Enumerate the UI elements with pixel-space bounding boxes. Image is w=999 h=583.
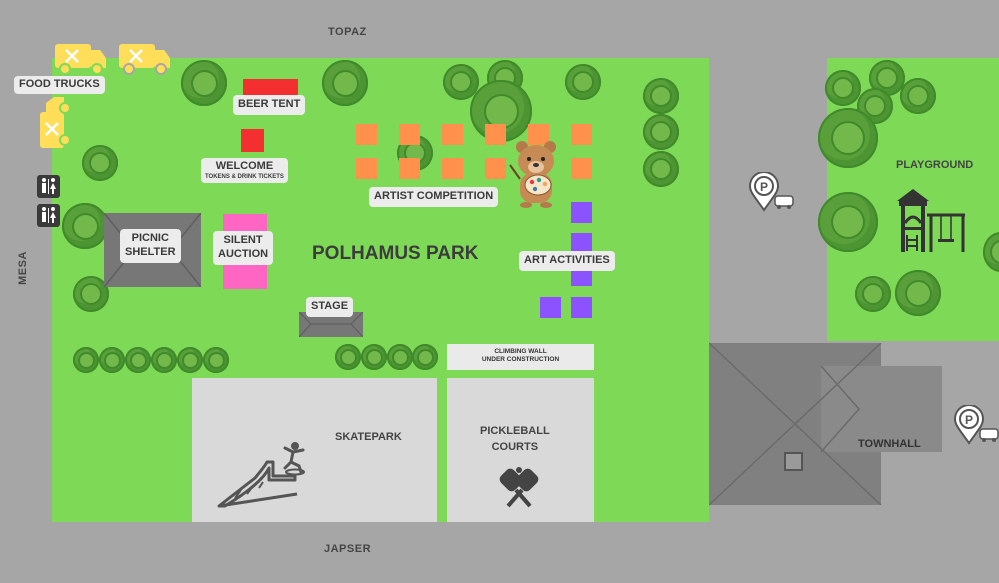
street-mesa: MESA	[16, 251, 29, 285]
tree	[643, 151, 679, 187]
art-activity-station	[571, 233, 592, 254]
food-truck-icon	[55, 44, 106, 75]
playground-label: PLAYGROUND	[896, 159, 974, 171]
tree	[470, 80, 532, 142]
food-trucks-label: FOOD TRUCKS	[14, 76, 105, 94]
tree	[895, 270, 941, 316]
tree	[443, 64, 479, 100]
pickleball-label: PICKLEBALL COURTS	[480, 424, 550, 456]
artist-booth	[442, 158, 463, 179]
picnic-shelter-line-1: PICNIC	[131, 232, 169, 244]
welcome-booth	[241, 129, 264, 152]
tree	[181, 60, 227, 106]
climbing-wall-line-1: CLIMBING WALL	[494, 348, 547, 355]
welcome-title: WELCOME	[215, 160, 274, 172]
playground-structure-icon	[897, 189, 965, 252]
townhall-roof	[709, 343, 942, 505]
skatepark-area	[192, 378, 437, 522]
tree	[99, 347, 125, 373]
silent-auction-label: SILENT AUCTION	[213, 231, 274, 265]
tree	[983, 232, 999, 272]
restroom-icon	[37, 175, 60, 198]
food-truck-icon	[40, 97, 71, 148]
skatepark-label: SKATEPARK	[335, 431, 402, 443]
svg-text:P: P	[760, 180, 768, 194]
picnic-shelter-line-2: SHELTER	[125, 245, 176, 258]
artist-booth	[485, 124, 506, 145]
silent-auction-line-1: SILENT	[223, 234, 263, 246]
tree	[361, 344, 387, 370]
tree	[565, 64, 601, 100]
tree	[818, 108, 878, 168]
beer-tent-label: BEER TENT	[233, 95, 306, 115]
climbing-wall-label: CLIMBING WALL UNDER CONSTRUCTION	[447, 344, 594, 370]
artist-booth	[399, 124, 420, 145]
silent-auction-line-2: AUCTION	[218, 247, 269, 260]
tree	[82, 145, 118, 181]
artist-booth	[356, 158, 377, 179]
art-activities-label: ART ACTIVITIES	[519, 251, 615, 271]
tree	[322, 60, 368, 106]
street-japser: JAPSER	[324, 543, 372, 555]
park-title: POLHAMUS PARK	[312, 243, 479, 264]
pickleball-line-2: COURTS	[491, 440, 539, 453]
beer-tent	[243, 79, 298, 96]
artist-booth	[528, 124, 549, 145]
artist-booth	[571, 124, 592, 145]
tree	[125, 347, 151, 373]
pickleball-line-1: PICKLEBALL	[480, 425, 550, 437]
skateboarder-icon	[217, 442, 305, 508]
restroom-icon	[37, 204, 60, 227]
artist-competition-label: ARTIST COMPETITION	[369, 187, 499, 207]
art-activity-station	[571, 297, 592, 318]
tree	[643, 114, 679, 150]
tree	[412, 344, 438, 370]
tree	[643, 78, 679, 114]
art-activity-station	[571, 202, 592, 223]
parking-icon: P	[748, 172, 794, 212]
artist-booth	[399, 158, 420, 179]
welcome-subtitle: TOKENS & DRINK TICKETS	[205, 173, 284, 180]
artist-booth	[442, 124, 463, 145]
parking-icon: P	[953, 405, 999, 445]
pickleball-paddles-icon	[499, 467, 539, 508]
picnic-shelter-label: PICNIC SHELTER	[120, 229, 181, 263]
food-truck-icon	[119, 44, 170, 75]
tree	[387, 344, 413, 370]
tree	[62, 203, 108, 249]
tree	[825, 70, 861, 106]
tree	[857, 88, 893, 124]
tree	[335, 344, 361, 370]
townhall-label: TOWNHALL	[858, 438, 921, 450]
tree	[900, 78, 936, 114]
tree	[818, 192, 878, 252]
climbing-wall-line-2: UNDER CONSTRUCTION	[481, 356, 560, 364]
artist-booth	[571, 158, 592, 179]
tree	[73, 276, 109, 312]
tree	[177, 347, 203, 373]
bear-painter-icon	[509, 141, 556, 208]
svg-text:P: P	[965, 413, 973, 427]
tree	[73, 347, 99, 373]
artist-booth	[485, 158, 506, 179]
tree	[855, 276, 891, 312]
art-activity-station	[540, 297, 561, 318]
tree	[151, 347, 177, 373]
stage-label: STAGE	[306, 297, 354, 317]
welcome-label: WELCOME TOKENS & DRINK TICKETS	[201, 158, 288, 184]
street-topaz: TOPAZ	[328, 26, 367, 38]
tree	[203, 347, 229, 373]
artist-booth	[356, 124, 377, 145]
